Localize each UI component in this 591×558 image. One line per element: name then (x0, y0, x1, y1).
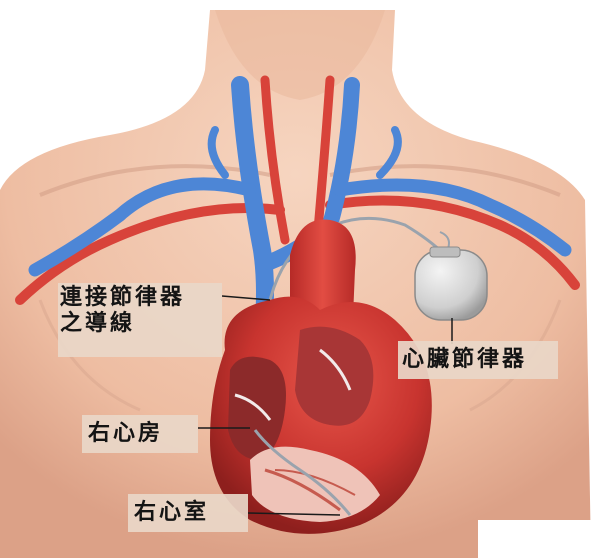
lead-wire-label: 連接節律器 之導線 (58, 283, 222, 357)
pacemaker-icon (415, 247, 487, 320)
right-atrium-label: 右心房 (82, 415, 198, 453)
lead-wire-label-line1: 連接節律器 (58, 285, 222, 311)
pacemaker-label: 心臟節律器 (398, 341, 558, 379)
right-ventricle-label: 右心室 (128, 494, 248, 532)
lead-wire-label-line2: 之導線 (58, 311, 222, 337)
